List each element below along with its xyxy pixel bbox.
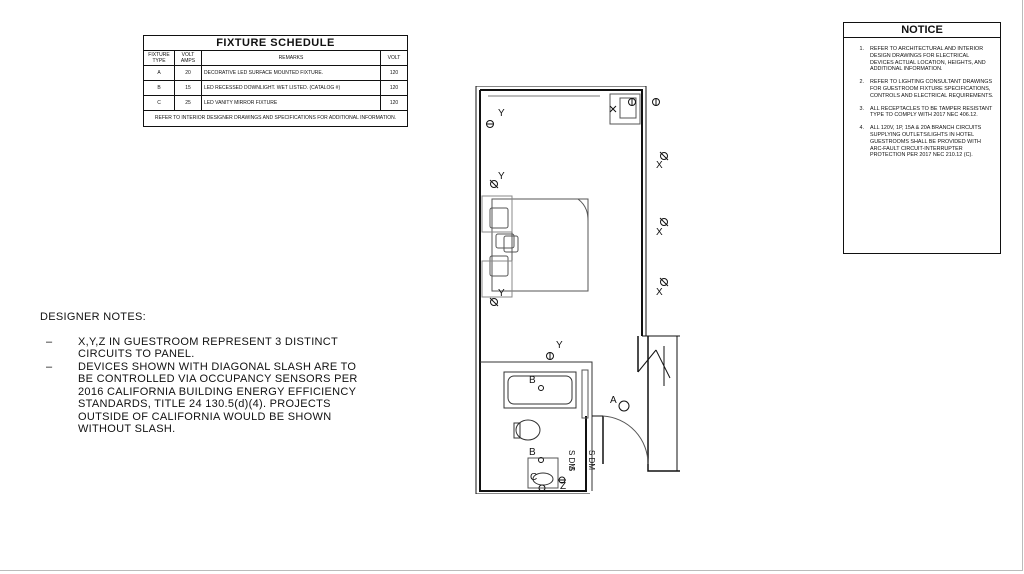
bed xyxy=(481,195,589,298)
fixture-schedule-table: FIXTURE TYPE VOLT AMPS REMARKS VOLT A 20… xyxy=(144,51,407,111)
designer-notes: DESIGNER NOTES: – X,Y,Z IN GUESTROOM REP… xyxy=(40,311,370,436)
circuit-label-y: Y xyxy=(556,340,563,351)
table-row: A 20 DECORATIVE LED SURFACE MOUNTED FIXT… xyxy=(144,65,407,81)
header-remarks: REMARKS xyxy=(201,51,381,66)
fixture-label-a: A xyxy=(610,395,617,406)
note-text: DEVICES SHOWN WITH DIAGONAL SLASH ARE TO… xyxy=(78,360,358,436)
notice-item-number: 1. xyxy=(859,46,865,52)
cell-type: B xyxy=(144,80,175,96)
electrical-devices xyxy=(486,98,669,492)
circuit-label-y: Y xyxy=(498,108,505,119)
notice-item-text: ALL RECEPTACLES TO BE TAMPER RESISTANT T… xyxy=(870,105,993,119)
circuit-label-x: X xyxy=(656,160,663,171)
doors xyxy=(592,336,671,465)
header-volt: VOLT xyxy=(380,51,407,66)
cell-type: C xyxy=(144,95,175,111)
circuit-label-x: X xyxy=(656,227,663,238)
fixture-schedule: FIXTURE SCHEDULE FIXTURE TYPE VOLT AMPS … xyxy=(143,35,408,127)
fixture-label-b: B xyxy=(529,447,536,458)
notice-item: 4. ALL 120V, 1P, 15A & 20A BRANCH CIRCUI… xyxy=(844,125,994,159)
notice-title: NOTICE xyxy=(844,23,1000,38)
designer-notes-title: DESIGNER NOTES: xyxy=(40,311,146,323)
cell-volt: 120 xyxy=(380,65,407,81)
table-row: B 15 LED RECESSED DOWNLIGHT. WET LISTED.… xyxy=(144,80,407,96)
fixture-schedule-footer: REFER TO INTERIOR DESIGNER DRAWINGS AND … xyxy=(154,115,397,121)
note-text: X,Y,Z IN GUESTROOM REPRESENT 3 DISTINCT … xyxy=(78,335,338,361)
header-fixture-type: FIXTURE TYPE xyxy=(144,51,175,66)
switch-label-dm: S DM xyxy=(587,450,596,470)
cell-remarks: DECORATIVE LED SURFACE MOUNTED FIXTURE. xyxy=(201,65,381,81)
note-dash: – xyxy=(46,360,53,373)
note-dash: – xyxy=(46,335,53,348)
circuit-label-y: Y xyxy=(498,288,505,299)
designer-note-item: – DEVICES SHOWN WITH DIAGONAL SLASH ARE … xyxy=(40,361,370,436)
circuit-label-y: Y xyxy=(498,171,505,182)
switch-label-s: S xyxy=(567,466,576,472)
cell-remarks: LED RECESSED DOWNLIGHT. WET LISTED. (CAT… xyxy=(201,80,381,96)
header-volt-amps: VOLT AMPS xyxy=(174,51,202,66)
table-row: C 25 LED VANITY MIRROR FIXTURE 120 xyxy=(144,95,407,111)
notice-item: 1. REFER TO ARCHITECTURAL AND INTERIOR D… xyxy=(844,46,994,73)
cell-volt: 120 xyxy=(380,80,407,96)
fixture-label-b: B xyxy=(529,375,536,386)
cell-volt: 120 xyxy=(380,95,407,111)
floor-plan-drawing xyxy=(475,86,680,494)
switch-label-dm: S DM xyxy=(567,450,576,470)
cell-amps: 15 xyxy=(174,80,202,96)
notice-item-text: ALL 120V, 1P, 15A & 20A BRANCH CIRCUITS … xyxy=(870,125,982,159)
notice-item: 2. REFER TO LIGHTING CONSULTANT DRAWINGS… xyxy=(844,79,994,99)
cell-remarks: LED VANITY MIRROR FIXTURE xyxy=(201,95,381,111)
notice-box: NOTICE 1. REFER TO ARCHITECTURAL AND INT… xyxy=(843,22,1001,254)
guestroom-floor-plan: Y Y Y Y X X X Z A B B C S DM S DM S xyxy=(470,86,690,494)
walls xyxy=(475,86,680,494)
circuit-label-z: Z xyxy=(560,481,567,492)
notice-item-number: 3. xyxy=(859,105,865,112)
fixture-label-c: C xyxy=(530,472,538,483)
designer-note-item: – X,Y,Z IN GUESTROOM REPRESENT 3 DISTINC… xyxy=(40,336,370,361)
cell-type: A xyxy=(144,65,175,81)
circuit-label-x: X xyxy=(656,287,663,298)
cell-amps: 25 xyxy=(174,95,202,111)
cell-amps: 20 xyxy=(174,65,202,81)
notice-item-number: 4. xyxy=(859,125,865,132)
notice-item: 3. ALL RECEPTACLES TO BE TAMPER RESISTAN… xyxy=(844,106,994,120)
desk-area xyxy=(609,93,641,125)
notice-item-text: REFER TO LIGHTING CONSULTANT DRAWINGS FO… xyxy=(870,79,994,99)
fixture-schedule-header-row: FIXTURE TYPE VOLT AMPS REMARKS VOLT xyxy=(144,51,407,66)
notice-list: 1. REFER TO ARCHITECTURAL AND INTERIOR D… xyxy=(844,46,994,159)
designer-notes-list: – X,Y,Z IN GUESTROOM REPRESENT 3 DISTINC… xyxy=(40,336,370,436)
notice-item-number: 2. xyxy=(859,79,865,86)
notice-item-text: REFER TO ARCHITECTURAL AND INTERIOR DESI… xyxy=(870,46,986,73)
fixture-schedule-title: FIXTURE SCHEDULE xyxy=(144,36,407,51)
